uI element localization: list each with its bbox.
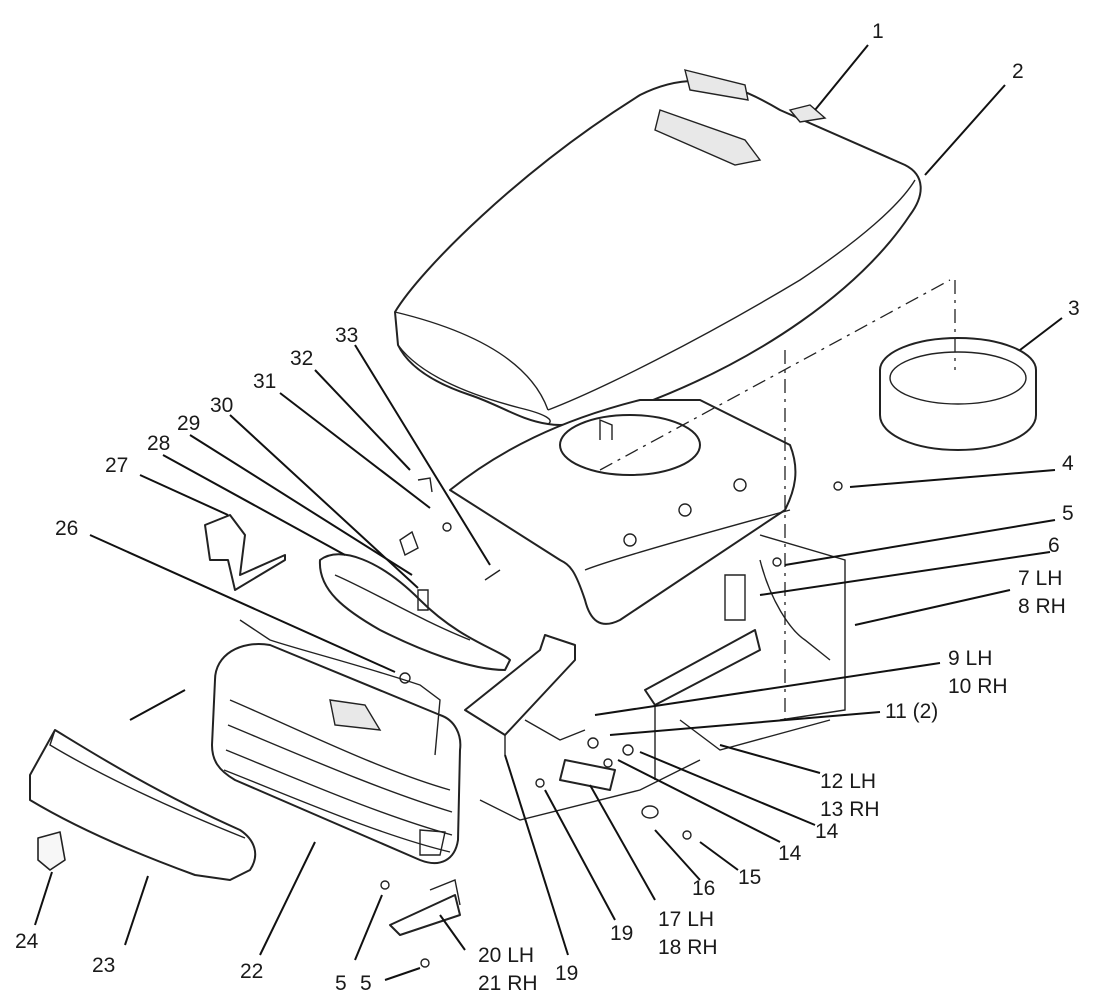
callout-20-21: 20 LH 21 RH bbox=[478, 944, 538, 995]
callout-line: 16 bbox=[692, 877, 715, 900]
callout-27: 27 bbox=[105, 454, 128, 477]
callout-line: 1 bbox=[872, 20, 884, 43]
callout-line: 12 LH bbox=[820, 770, 876, 793]
callout-28: 28 bbox=[147, 432, 170, 455]
callout-11: 11 (2) bbox=[885, 700, 938, 723]
callout-line: 11 (2) bbox=[885, 700, 938, 723]
callout-line: 20 LH bbox=[478, 944, 534, 967]
lower-mounts bbox=[389, 759, 616, 936]
callout-line: 29 bbox=[177, 412, 200, 435]
hood-shroud bbox=[449, 399, 797, 625]
callout-6: 6 bbox=[1048, 534, 1060, 557]
callout-3: 3 bbox=[1068, 297, 1080, 320]
callout-line: 27 bbox=[105, 454, 128, 477]
ring-part bbox=[879, 337, 1037, 451]
callout-9-10: 9 LH 10 RH bbox=[948, 647, 1008, 698]
callout-15: 15 bbox=[738, 866, 761, 889]
callout-line: 31 bbox=[253, 370, 276, 393]
callout-line: 15 bbox=[738, 866, 761, 889]
callout-19-left: 19 bbox=[555, 962, 578, 985]
grille-bracket bbox=[464, 634, 586, 755]
callout-line: 8 RH bbox=[1018, 595, 1066, 618]
callout-line: 14 bbox=[778, 842, 802, 865]
hardware-fasteners bbox=[380, 477, 843, 968]
callout-31: 31 bbox=[253, 370, 276, 393]
callout-line: 22 bbox=[240, 960, 263, 983]
callout-line: 32 bbox=[290, 347, 313, 370]
frame-panels bbox=[479, 279, 956, 821]
callout-line: 30 bbox=[210, 394, 233, 417]
callout-line: 10 RH bbox=[948, 675, 1008, 698]
callout-line: 5 bbox=[360, 972, 372, 995]
callout-2: 2 bbox=[1012, 60, 1024, 83]
callout-26: 26 bbox=[55, 517, 78, 540]
hood-part bbox=[394, 69, 922, 426]
callout-line: 26 bbox=[55, 517, 78, 540]
air-duct bbox=[318, 553, 511, 671]
callout-line: 14 bbox=[815, 820, 839, 843]
callout-line: 5 bbox=[1062, 502, 1074, 525]
callout-19-right: 19 bbox=[610, 922, 633, 945]
callout-29: 29 bbox=[177, 412, 200, 435]
callout-line: 19 bbox=[555, 962, 578, 985]
callout-14-left: 14 bbox=[778, 842, 802, 865]
callout-line: 6 bbox=[1048, 534, 1060, 557]
leader-lines bbox=[34, 44, 1063, 981]
callout-17-18: 17 LH 18 RH bbox=[658, 908, 718, 959]
callout-14-right: 14 bbox=[815, 820, 839, 843]
callout-22: 22 bbox=[240, 960, 263, 983]
callout-line: 4 bbox=[1062, 452, 1074, 475]
callout-7-8: 7 LH 8 RH bbox=[1018, 567, 1066, 618]
callout-line: 7 LH bbox=[1018, 567, 1062, 590]
callout-4: 4 bbox=[1062, 452, 1074, 475]
grille-part bbox=[211, 619, 462, 865]
callout-line: 18 RH bbox=[658, 936, 718, 959]
callout-line: 5 bbox=[335, 972, 347, 995]
callout-line: 24 bbox=[15, 930, 39, 953]
callout-5-lower-right: 5 bbox=[360, 972, 372, 995]
callout-line: 28 bbox=[147, 432, 170, 455]
callout-labels: 1 2 3 4 5 6 7 LH 8 RH 9 LH 10 RH 11 (2) 12… bbox=[15, 20, 1080, 995]
callout-5-upper: 5 bbox=[1062, 502, 1074, 525]
callout-5-lower-left: 5 bbox=[335, 972, 347, 995]
callout-12-13: 12 LH 13 RH bbox=[820, 770, 880, 821]
callout-line: 13 RH bbox=[820, 798, 880, 821]
callout-line: 21 RH bbox=[478, 972, 538, 995]
callout-line: 2 bbox=[1012, 60, 1024, 83]
callout-line: 19 bbox=[610, 922, 633, 945]
callout-30: 30 bbox=[210, 394, 233, 417]
callout-line: 33 bbox=[335, 324, 358, 347]
callout-23: 23 bbox=[92, 954, 115, 977]
support-bracket bbox=[204, 514, 286, 591]
callout-1: 1 bbox=[872, 20, 884, 43]
callout-line: 9 LH bbox=[948, 647, 992, 670]
callout-line: 17 LH bbox=[658, 908, 714, 931]
callout-32: 32 bbox=[290, 347, 313, 370]
callout-line: 23 bbox=[92, 954, 115, 977]
callout-16: 16 bbox=[692, 877, 715, 900]
callout-24: 24 bbox=[15, 930, 39, 953]
callout-line: 3 bbox=[1068, 297, 1080, 320]
bezel-part bbox=[29, 729, 257, 881]
callout-33: 33 bbox=[335, 324, 358, 347]
